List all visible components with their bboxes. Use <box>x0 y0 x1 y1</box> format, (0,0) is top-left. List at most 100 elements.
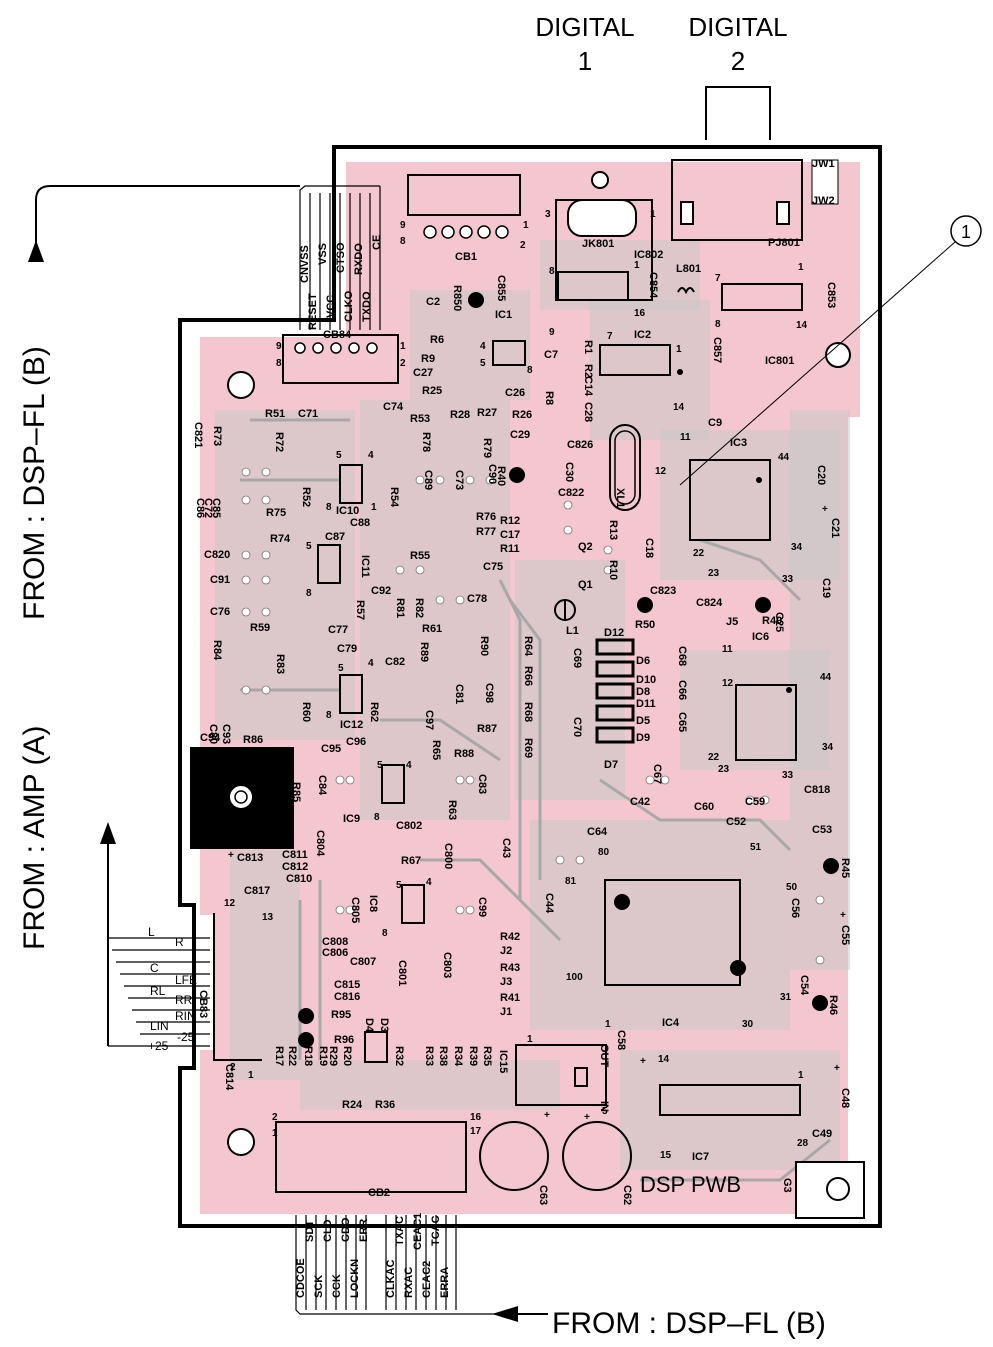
sig-cld: CLD <box>322 1219 334 1242</box>
label-ic802: IC802 <box>634 249 663 261</box>
svg-text:C87: C87 <box>325 531 345 543</box>
svg-text:R74: R74 <box>270 533 291 545</box>
svg-text:R18: R18 <box>302 1046 314 1066</box>
svg-text:XL1: XL1 <box>614 488 626 508</box>
svg-text:R66: R66 <box>522 666 534 686</box>
connector-cb83 <box>213 913 262 1061</box>
sig-ce: CE <box>371 235 383 250</box>
svg-text:C82: C82 <box>385 656 405 668</box>
svg-text:R83: R83 <box>274 654 286 674</box>
svg-text:C77: C77 <box>328 624 348 636</box>
label-ic15: IC15 <box>497 1050 509 1073</box>
component-labels: R850 C855 C2 L801 C854 C853 C857 R6 R9 C… <box>192 263 851 1205</box>
svg-text:C93: C93 <box>220 724 232 744</box>
svg-text:R9: R9 <box>421 353 435 365</box>
svg-text:8: 8 <box>549 266 555 277</box>
svg-text:8: 8 <box>374 812 380 823</box>
board-outline <box>178 145 882 1228</box>
label-ic8: IC8 <box>367 895 379 912</box>
svg-text:C824: C824 <box>696 597 723 609</box>
svg-text:C49: C49 <box>812 1128 832 1140</box>
svg-text:D10: D10 <box>636 674 656 686</box>
pin-number-labels: 9 8 1 2 3 1 8 9 1 16 7 1 7 8 1 14 9 8 1 … <box>224 209 834 1161</box>
svg-text:J2: J2 <box>500 945 512 957</box>
svg-text:C817: C817 <box>244 885 270 897</box>
svg-text:4: 4 <box>480 341 486 352</box>
svg-text:9: 9 <box>276 341 282 352</box>
svg-text:D12: D12 <box>604 627 624 639</box>
board-suffix: G3 <box>781 1178 793 1193</box>
sig-txdo: TXDO <box>361 291 373 322</box>
svg-text:R2: R2 <box>582 364 594 378</box>
svg-text:C857: C857 <box>711 337 723 363</box>
svg-text:C66: C66 <box>676 680 688 700</box>
svg-text:C99: C99 <box>476 897 488 917</box>
svg-text:R12: R12 <box>500 515 520 527</box>
svg-text:9: 9 <box>549 327 555 338</box>
svg-text:R850: R850 <box>451 285 463 311</box>
svg-text:Q1: Q1 <box>578 579 593 591</box>
svg-text:C83: C83 <box>476 774 488 794</box>
svg-text:C802: C802 <box>396 820 422 832</box>
svg-text:C60: C60 <box>694 801 714 813</box>
svg-text:C79: C79 <box>337 643 357 655</box>
digital-1-label-line2: 1 <box>578 46 592 76</box>
svg-text:1: 1 <box>798 262 804 273</box>
svg-text:J3: J3 <box>500 976 512 988</box>
svg-text:4: 4 <box>368 658 374 669</box>
svg-text:8: 8 <box>715 319 721 330</box>
svg-text:R84: R84 <box>211 640 223 661</box>
label-ic11: IC11 <box>359 555 371 578</box>
svg-text:+: + <box>822 504 828 515</box>
svg-text:R69: R69 <box>522 738 534 758</box>
polarity-marks: + + + + + + + <box>228 504 846 1123</box>
svg-text:28: 28 <box>797 1138 809 1149</box>
svg-text:R1: R1 <box>582 340 594 354</box>
sig-plus25: +25 <box>148 1039 169 1053</box>
svg-text:C90: C90 <box>486 464 498 484</box>
svg-text:17: 17 <box>470 1126 482 1137</box>
svg-text:C806: C806 <box>322 947 348 959</box>
svg-text:C58: C58 <box>615 1030 627 1050</box>
svg-text:1: 1 <box>400 341 406 352</box>
svg-text:C826: C826 <box>567 439 593 451</box>
svg-text:7: 7 <box>607 331 613 342</box>
svg-text:C65: C65 <box>676 712 688 732</box>
svg-text:8: 8 <box>306 588 312 599</box>
digital-2-bracket <box>705 86 771 140</box>
svg-text:C74: C74 <box>383 401 404 413</box>
svg-text:C80: C80 <box>207 724 219 744</box>
sig-rr: RR <box>175 993 193 1007</box>
svg-text:R34: R34 <box>452 1046 464 1067</box>
svg-text:+: + <box>228 850 234 861</box>
svg-text:R62: R62 <box>368 702 380 722</box>
svg-text:C25: C25 <box>773 612 785 632</box>
svg-text:C86: C86 <box>194 498 206 518</box>
svg-text:C823: C823 <box>650 585 676 597</box>
sig-minus25: -25 <box>177 1030 195 1044</box>
connector-cb2 <box>275 1121 467 1193</box>
label-ic6: IC6 <box>752 631 769 643</box>
label-ic3: IC3 <box>730 437 747 449</box>
svg-text:OUT: OUT <box>598 1044 610 1068</box>
svg-text:R67: R67 <box>401 855 421 867</box>
svg-text:C820: C820 <box>204 549 230 561</box>
svg-text:+: + <box>640 1056 646 1067</box>
svg-text:L801: L801 <box>676 263 701 275</box>
svg-text:R68: R68 <box>522 702 534 722</box>
svg-text:R57: R57 <box>354 600 366 620</box>
svg-text:34: 34 <box>791 542 803 553</box>
svg-text:C54: C54 <box>798 975 810 996</box>
svg-text:8: 8 <box>382 928 388 939</box>
svg-text:C81: C81 <box>453 684 465 704</box>
svg-text:1: 1 <box>272 1128 278 1139</box>
cb83-wire-bundle <box>108 937 210 1047</box>
svg-text:C818: C818 <box>804 784 830 796</box>
svg-text:R6: R6 <box>430 334 444 346</box>
svg-text:9: 9 <box>400 220 406 231</box>
jumper-jw <box>811 159 839 205</box>
svg-text:44: 44 <box>778 452 790 463</box>
svg-text:C20: C20 <box>815 465 827 485</box>
svg-text:33: 33 <box>782 770 794 781</box>
